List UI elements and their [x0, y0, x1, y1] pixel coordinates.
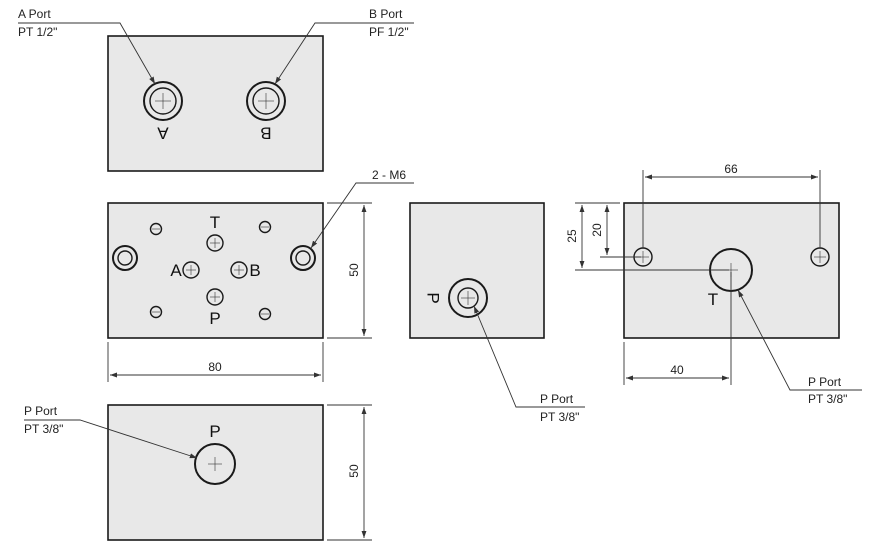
mount-callout: 2 - M6 — [310, 168, 414, 249]
p-port-bottom-spec: PT 3/8" — [24, 422, 63, 436]
side-view-plate — [409, 202, 545, 339]
b-label-top: B — [260, 124, 271, 143]
a-port-hole — [143, 81, 183, 121]
b-port-hole — [246, 81, 286, 121]
a-port-name: A Port — [18, 7, 51, 21]
mount-spec: 2 - M6 — [372, 168, 406, 182]
p-port-bottom-name: P Port — [24, 404, 58, 418]
top-view-plate — [107, 35, 324, 172]
bottom-view-plate — [107, 404, 324, 541]
b-port-spec: PF 1/2" — [369, 25, 409, 39]
bottom-view: P P Port PT 3/8" 50 — [24, 404, 372, 541]
mount-hole-left — [112, 245, 138, 271]
dim-right-25-label: 25 — [565, 229, 579, 243]
p-port-right-spec: PT 3/8" — [808, 392, 847, 406]
t-label-front: T — [210, 213, 220, 232]
dim-right-20-label: 20 — [590, 223, 604, 237]
dim-front-width-label: 80 — [208, 360, 222, 374]
right-view-plate — [623, 202, 840, 339]
small-holes — [149, 220, 272, 321]
dim-right-40: 40 — [623, 272, 732, 385]
b-port-callout: B Port PF 1/2" — [274, 7, 414, 85]
dim-bottom-height: 50 — [327, 404, 372, 541]
dim-front-height-label: 50 — [347, 263, 361, 277]
dim-right-40-label: 40 — [670, 363, 684, 377]
a-port-spec: PT 1/2" — [18, 25, 57, 39]
b-port-name: B Port — [369, 7, 403, 21]
p-port-side-hole — [448, 278, 488, 318]
mount-hole-right — [290, 245, 316, 271]
dim-right-25: 25 — [565, 202, 729, 271]
right-view: T 66 25 20 40 P Port — [565, 162, 862, 406]
p-label-side: P — [424, 292, 443, 303]
p-port-side-spec: PT 3/8" — [540, 410, 579, 424]
dim-right-20: 20 — [590, 205, 641, 258]
dim-front-height: 50 — [327, 202, 372, 339]
p-label-front: P — [209, 309, 220, 328]
top-view: A B A Port PT 1/2" B Port PF 1/2" — [18, 7, 414, 172]
dim-bottom-height-label: 50 — [347, 464, 361, 478]
p-port-side-callout: P Port PT 3/8" — [473, 305, 585, 424]
a-port-callout: A Port PT 1/2" — [18, 7, 156, 85]
a-label-top: A — [157, 124, 169, 143]
p-label-bottom: P — [209, 422, 220, 441]
dim-right-66-label: 66 — [724, 162, 738, 176]
p-port-right-callout: P Port PT 3/8" — [737, 289, 862, 406]
p-port-bottom-hole — [194, 443, 236, 485]
p-port-bottom-callout: P Port PT 3/8" — [24, 404, 198, 459]
p-port-right-name: P Port — [808, 375, 842, 389]
front-view: T A B P 2 - M6 80 50 — [107, 168, 414, 382]
b-label-front: B — [249, 261, 260, 280]
p-port-side-name: P Port — [540, 392, 574, 406]
a-label-front: A — [170, 261, 182, 280]
t-label-right: T — [708, 290, 718, 309]
front-view-plate — [107, 202, 324, 339]
port-holes — [182, 234, 248, 306]
dim-right-66: 66 — [642, 162, 821, 248]
side-view: P P Port PT 3/8" — [409, 202, 585, 424]
dim-front-width: 80 — [107, 342, 324, 382]
